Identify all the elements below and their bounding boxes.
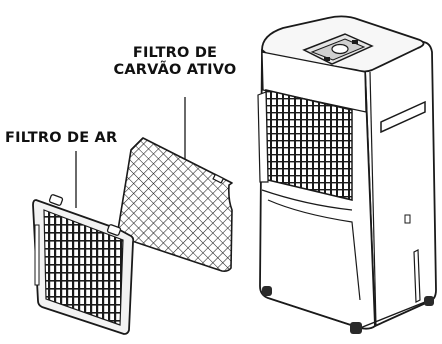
- drain-outlet: [413, 249, 421, 303]
- carbon-filter-label-line1: FILTRO DE: [132, 45, 218, 61]
- carbon-filter: [116, 137, 233, 272]
- air-filter-label: FILTRO DE AR: [5, 130, 118, 146]
- carbon-filter-label-line2: CARVÃO ATIVO: [113, 62, 237, 78]
- control-panel: [302, 33, 374, 65]
- side-handle: [380, 100, 426, 134]
- carbon-filter-label: FILTRO DE CARVÃO ATIVO: [100, 45, 250, 79]
- casters: [262, 286, 434, 334]
- tank-indicator: [404, 214, 411, 224]
- air-filter: [32, 194, 135, 335]
- dehumidifier-unit: [257, 15, 437, 334]
